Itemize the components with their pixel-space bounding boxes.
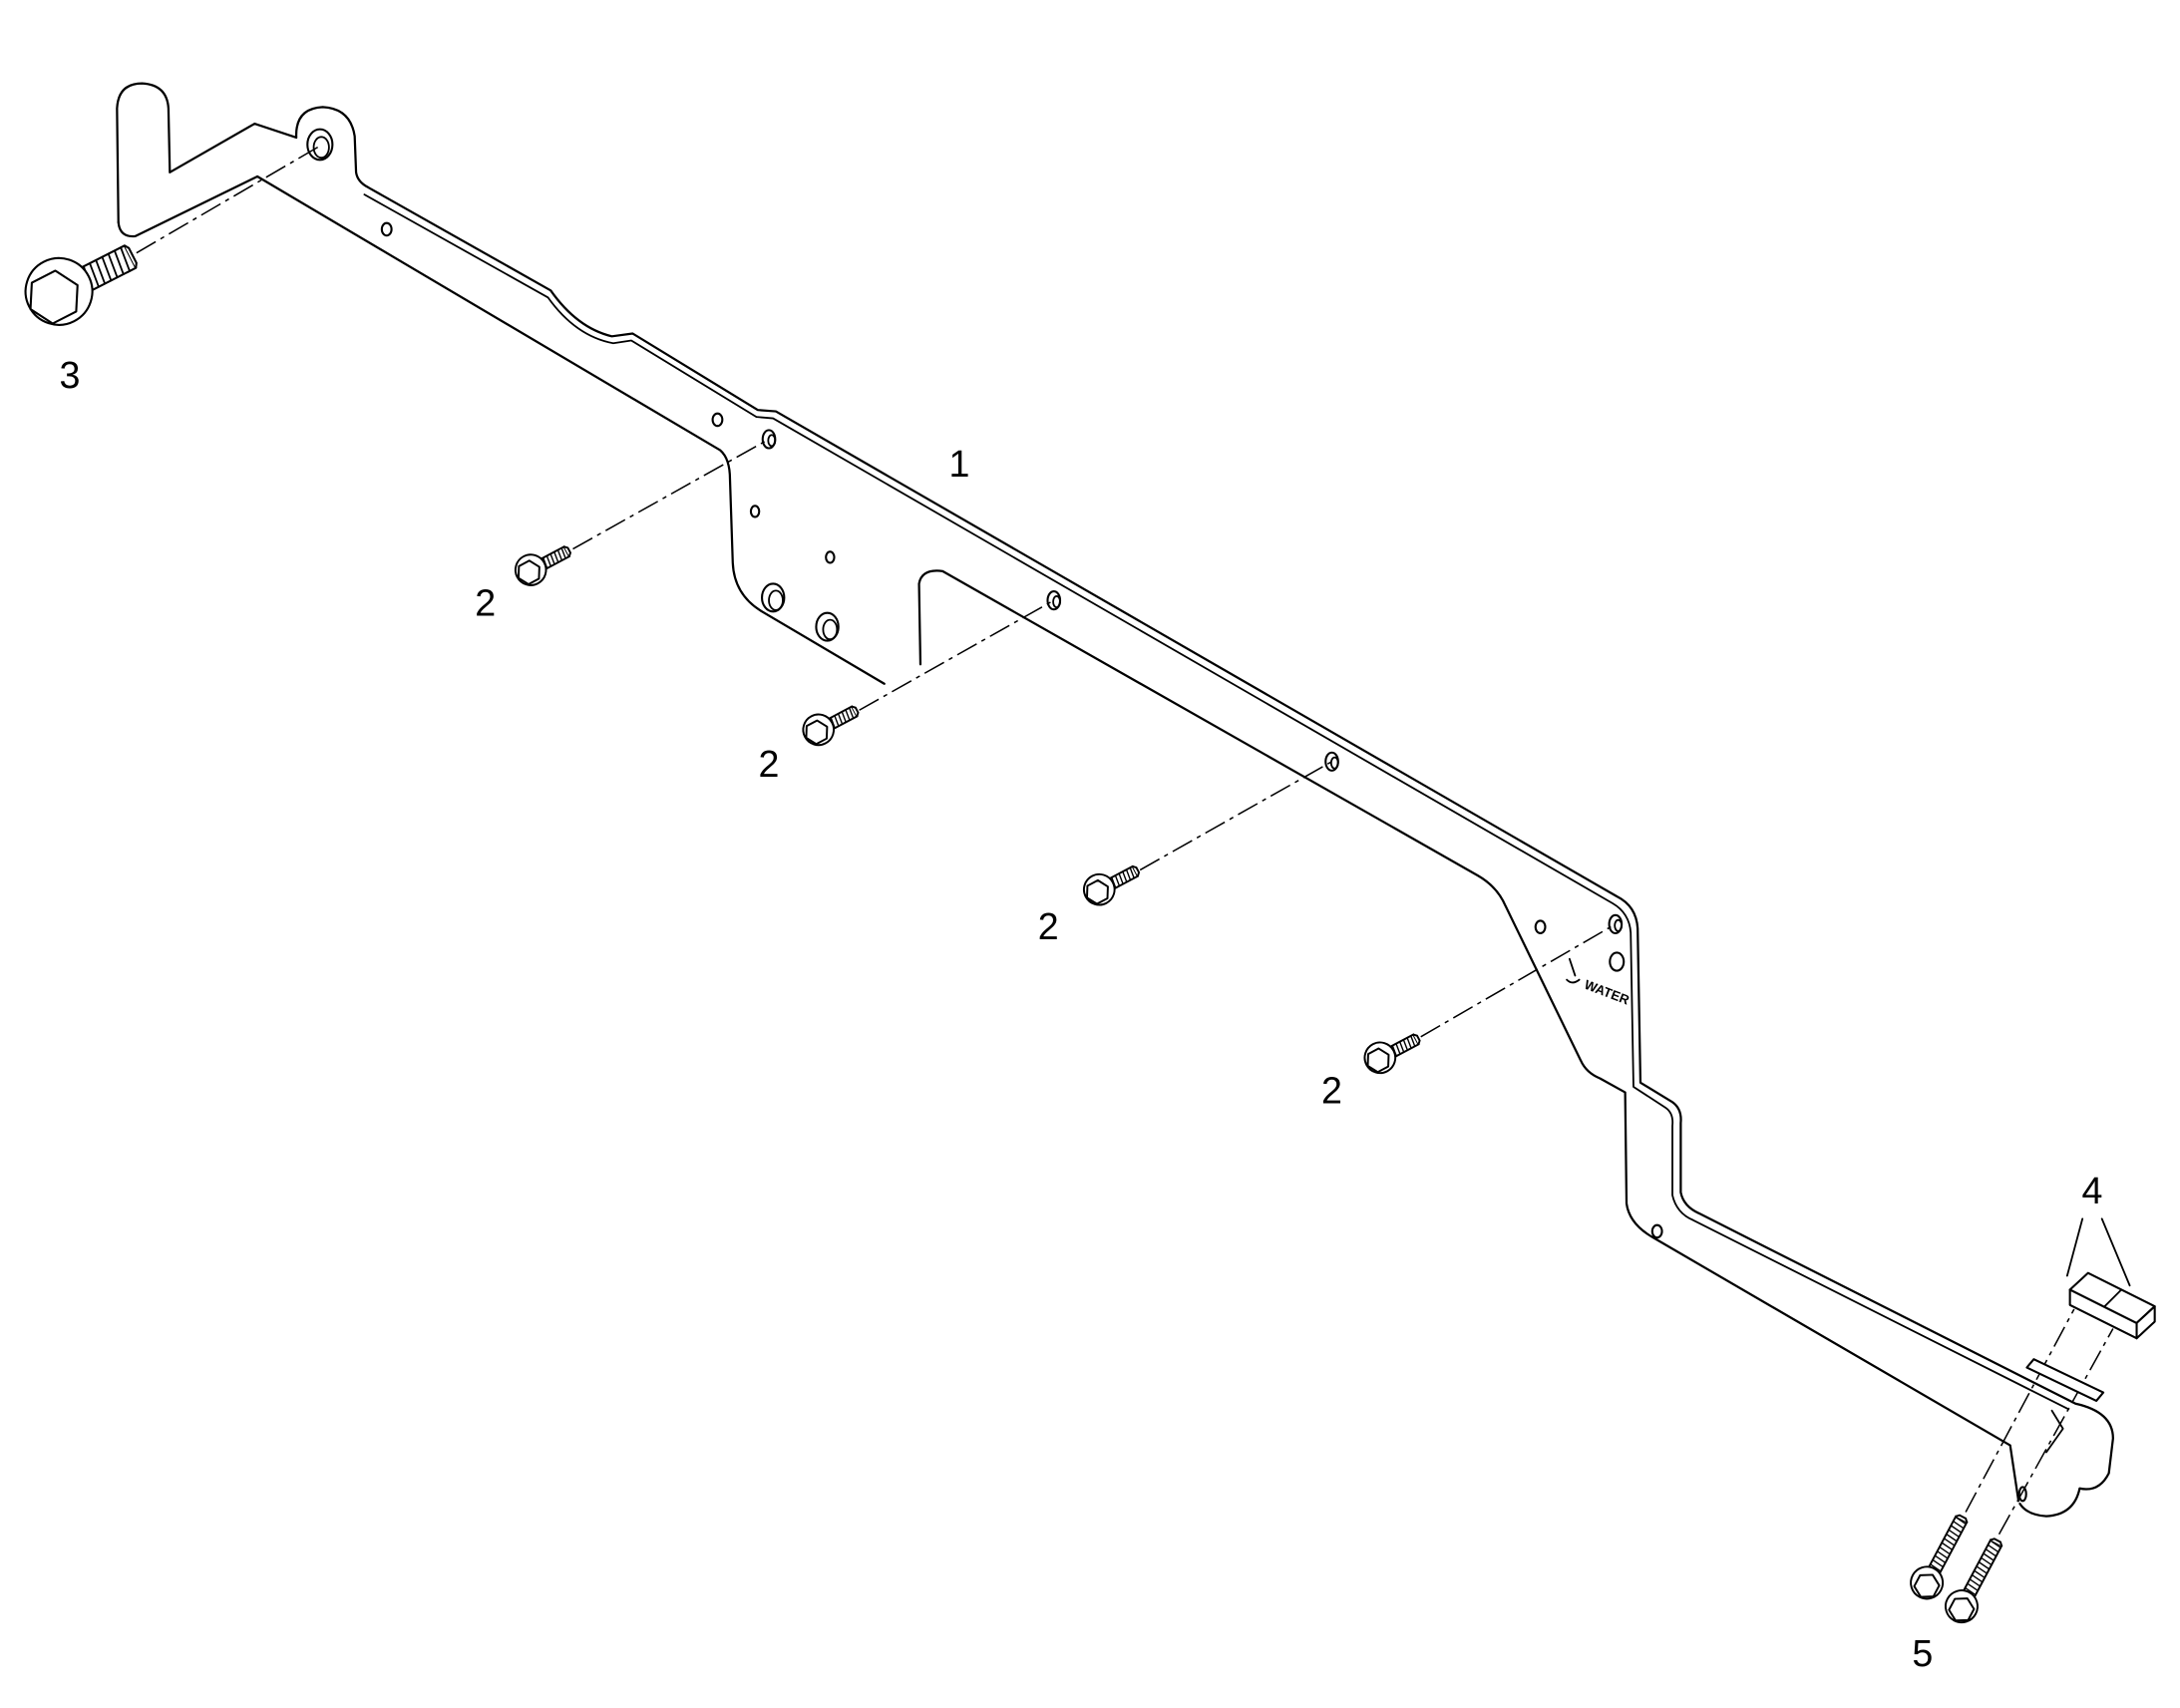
large-hole-inner [768, 589, 784, 611]
washer-plate [2025, 1358, 2105, 1403]
small-hole [380, 221, 393, 237]
nut-plate [2068, 1271, 2156, 1340]
nut-plate-side-face [2135, 1305, 2156, 1340]
bracket-top-edge [116, 82, 2114, 1518]
bracket-flange-edge [363, 193, 2070, 1411]
center-line-part-5 [1965, 1308, 2075, 1513]
callout-part-3: 3 [59, 354, 80, 396]
small-hole [749, 505, 761, 518]
small-hole [825, 550, 836, 564]
hex-bolt-part-2 [797, 695, 866, 752]
leader-line-part-4 [2065, 1217, 2131, 1287]
hex-bolt-part-2 [1358, 1023, 1427, 1080]
bolt-hole-inner [1329, 756, 1339, 770]
center-line-part-2 [859, 599, 1055, 711]
bracket-lower-edge-right [917, 569, 2020, 1503]
center-line-part-3 [136, 145, 321, 254]
water-symbol-icon [1566, 957, 1581, 984]
callout-part-4: 4 [2081, 1170, 2102, 1211]
bracket-lower-edge-left [255, 174, 886, 685]
bolt-hole-inner [767, 434, 777, 448]
bolt-tip [124, 244, 138, 268]
callout-part-2: 2 [1321, 1070, 1342, 1112]
bracket-holes [306, 128, 2027, 1503]
center-line-part-2 [1139, 761, 1332, 871]
small-hole [1534, 919, 1547, 934]
bracket-end-tab-edge [2045, 1409, 2064, 1454]
bracket: WATER [116, 82, 2114, 1518]
center-line-part-2 [572, 438, 770, 550]
medium-hole [1609, 951, 1626, 972]
callouts: 1 2 2 2 2 3 4 5 [59, 354, 2102, 1674]
center-lines [136, 145, 2114, 1536]
nut-plate-edge [2103, 1288, 2123, 1308]
small-hole [1650, 1223, 1663, 1239]
large-hole-inner [822, 618, 839, 641]
bolt-hole-inner [1614, 918, 1624, 932]
bolt-hex-head [29, 269, 79, 325]
hex-bolt-part-2 [1077, 854, 1146, 911]
bracket-tab-bottom-edge [117, 174, 259, 238]
callout-part-1: 1 [949, 443, 970, 485]
bracket-marking: WATER [1583, 977, 1632, 1008]
callout-part-2: 2 [1038, 905, 1059, 947]
center-line-part-5 [1998, 1328, 2114, 1536]
hex-bolt-part-2 [509, 534, 577, 592]
callout-part-2: 2 [475, 581, 496, 623]
slot-hole [2017, 1486, 2027, 1503]
small-hole [711, 412, 724, 428]
flange-bolt-large [24, 244, 138, 326]
callout-part-5: 5 [1912, 1632, 1933, 1674]
bolt-hole-inner [1052, 595, 1061, 609]
callout-part-2: 2 [759, 743, 780, 785]
boss-hole-inner [312, 136, 330, 160]
